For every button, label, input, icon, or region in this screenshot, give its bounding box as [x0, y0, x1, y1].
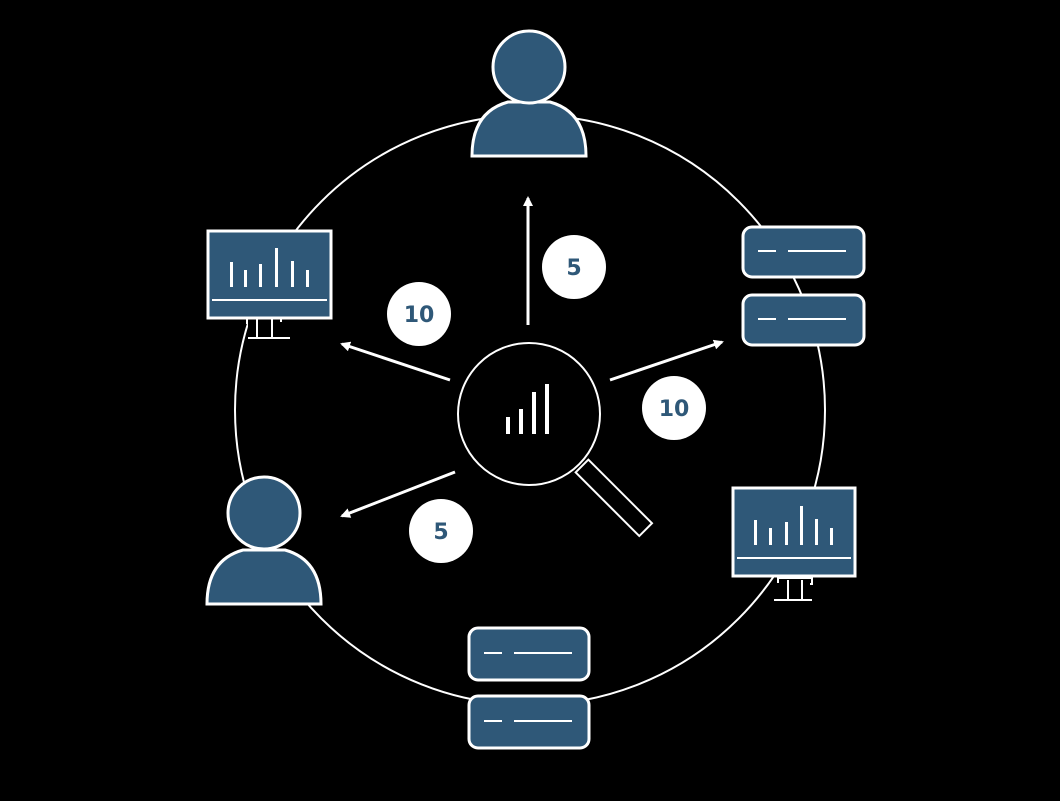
magnifier-handle [574, 458, 654, 538]
user-icon [205, 475, 323, 606]
arrow-to-monitor-left [340, 341, 451, 382]
monitor-chart-icon [206, 229, 333, 340]
label-badge-text: 10 [404, 303, 435, 328]
label-badge-text: 5 [566, 256, 581, 281]
chart-bar [545, 384, 549, 434]
arrow-to-server-right [609, 339, 724, 382]
label-badge-server-right: 10 [642, 376, 706, 440]
chart-bar [532, 392, 536, 434]
server-stack-icon [467, 626, 591, 750]
label-badge-user-left: 5 [409, 499, 473, 563]
monitor-chart-icon [731, 486, 857, 605]
magnifier-lens [457, 342, 601, 486]
chart-bar [519, 409, 523, 434]
magnifier-chart-icon [457, 342, 654, 538]
label-badge-text: 5 [433, 520, 448, 545]
arrow-to-user-left [340, 470, 456, 518]
chart-bar [506, 417, 510, 434]
label-badge-text: 10 [659, 397, 690, 422]
label-badge-user-top: 5 [542, 235, 606, 299]
server-stack-icon [741, 225, 866, 347]
user-icon [470, 29, 588, 158]
label-badge-monitor-left: 10 [387, 282, 451, 346]
